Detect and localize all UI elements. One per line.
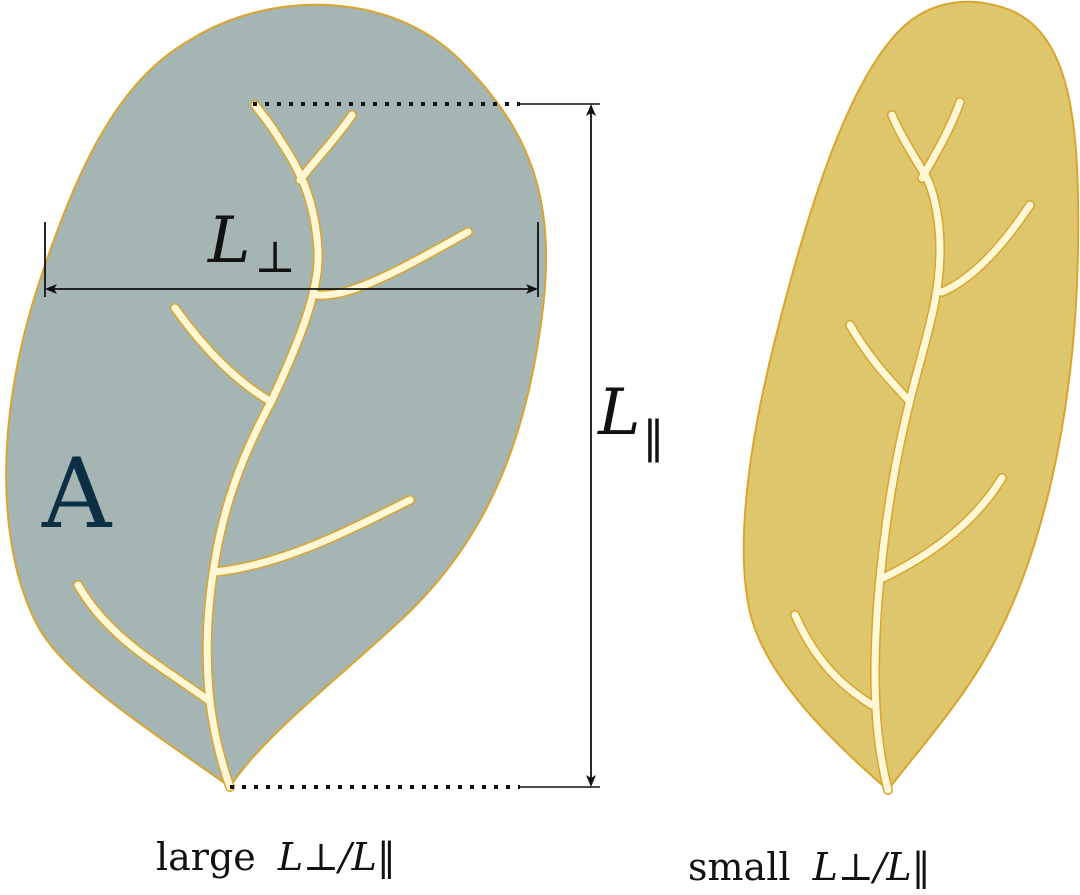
right-vein-upper-left xyxy=(846,321,914,406)
left-midrib xyxy=(203,101,322,791)
left-vein-upper-right xyxy=(314,228,472,299)
par-label-symbol: L xyxy=(597,376,641,450)
par-label: L‖ xyxy=(597,376,665,463)
perp-label: L⊥ xyxy=(207,204,296,283)
caption-right-word: small xyxy=(688,845,791,889)
caption-left-expr: L⊥/L‖ xyxy=(277,835,396,879)
right-vein-upper-right xyxy=(938,201,1034,296)
right-leaf-veins xyxy=(790,97,1035,795)
perp-dimension xyxy=(44,222,539,297)
left-vein-lower-right xyxy=(211,496,414,576)
left-vein-upper-left xyxy=(171,304,272,404)
par-dimension xyxy=(230,102,600,789)
perp-label-symbol: L xyxy=(207,204,251,278)
caption-right-expr: L⊥/L‖ xyxy=(812,845,931,889)
left-leaf xyxy=(5,3,548,792)
left-vein-top xyxy=(296,111,356,184)
caption-left-word: large xyxy=(156,835,256,879)
left-leaf-veins xyxy=(73,100,473,792)
par-label-subscript: ‖ xyxy=(643,412,665,463)
left-vein-lower-left xyxy=(74,581,212,704)
right-vein-lower-left xyxy=(791,611,876,709)
right-vein-top xyxy=(918,98,964,182)
right-vein-lower-right xyxy=(879,474,1006,582)
caption-right: small L⊥/L‖ xyxy=(688,845,931,889)
panel-label: A xyxy=(41,438,113,550)
right-leaf xyxy=(742,0,1080,795)
caption-left: large L⊥/L‖ xyxy=(156,835,396,879)
perp-label-subscript: ⊥ xyxy=(255,232,296,283)
